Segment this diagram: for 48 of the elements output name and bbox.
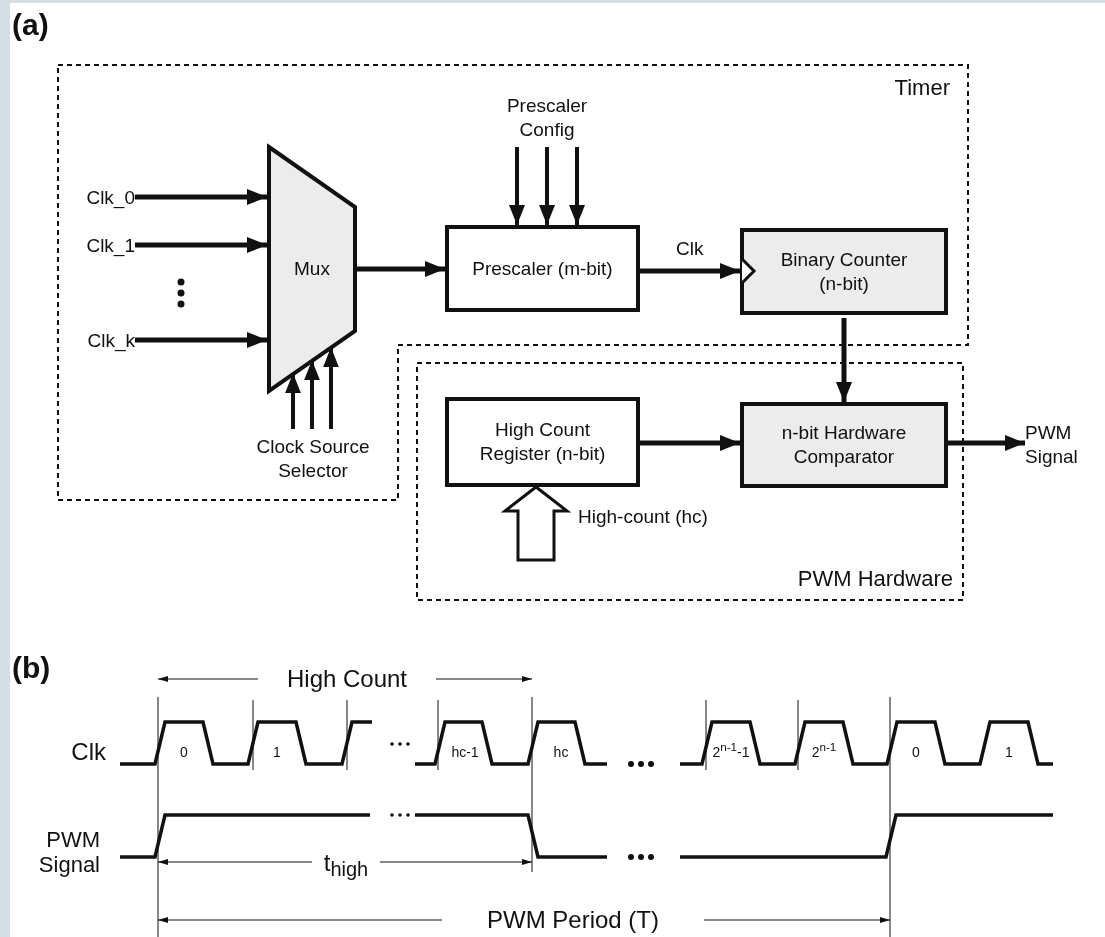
block-label: High Count Register (n-bit) <box>478 418 607 466</box>
arrow <box>948 435 1025 451</box>
arrow <box>640 435 740 451</box>
counter-block <box>740 228 948 315</box>
hollow-arrow <box>500 485 572 562</box>
pulse-label: hc <box>553 743 569 761</box>
input-label: Clock Source Selector <box>232 432 394 486</box>
signal-label: PWM Signal <box>37 826 100 878</box>
pulse-label: 2$^{n-1}$ <box>811 740 837 760</box>
dimension-label: High Count <box>286 665 408 693</box>
block-label: Mux <box>294 257 330 281</box>
pulse-label: hc-1 <box>451 743 479 761</box>
arrow <box>836 318 852 402</box>
signal-label: Clk <box>71 738 106 766</box>
arrow <box>509 147 525 225</box>
comparator-block <box>740 402 948 488</box>
edge-label: High-count (hc) <box>578 505 708 529</box>
timer-region <box>58 65 968 500</box>
block-label: Binary Counter (n-bit) <box>779 247 909 296</box>
signal-label: Clk_0 <box>66 184 135 212</box>
region-label: Timer <box>894 75 950 101</box>
region-label: PWM Hardware <box>797 566 953 592</box>
arrow <box>357 261 445 277</box>
block-label: Prescaler (m-bit) <box>472 256 613 281</box>
arrow <box>539 147 555 225</box>
arrow <box>135 237 267 253</box>
panel-label: (a) <box>12 8 49 43</box>
panel-label: (b) <box>12 651 51 686</box>
pulse-label: 0 <box>912 743 920 761</box>
signal-label: Clk_k <box>66 327 135 355</box>
pulse-label: 2$^{n-1}$-1 <box>712 740 750 760</box>
arrow <box>135 332 267 348</box>
signal-label: Clk_1 <box>66 232 135 260</box>
arrow <box>640 263 740 279</box>
register-block <box>445 397 640 487</box>
pulse-label: 1 <box>273 743 281 761</box>
dimension-label: PWM Period (T) <box>487 906 659 934</box>
input-label: Prescaler Config <box>482 92 612 144</box>
output-label: PWM Signal <box>1025 417 1097 473</box>
arrow <box>135 189 267 205</box>
pulse-label: 0 <box>180 743 188 761</box>
multiplexer-block <box>267 145 357 393</box>
dimension-label: t$_{high}$ <box>323 848 369 882</box>
arrow <box>569 147 585 225</box>
pwm-hardware-region <box>417 363 963 600</box>
pulse-label: 1 <box>1005 743 1013 761</box>
block-label: n-bit Hardware Comparator <box>780 421 908 469</box>
prescaler-block <box>445 225 640 312</box>
